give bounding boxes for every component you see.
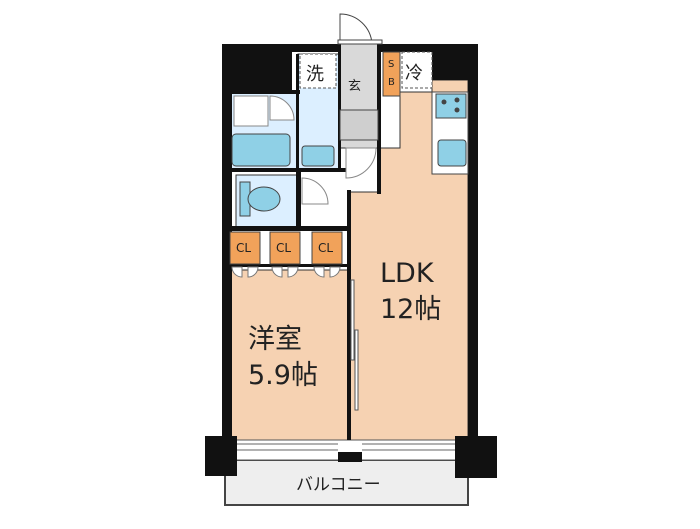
washer-label: 洗 (306, 64, 324, 85)
western-room-name: 洋室 (248, 324, 302, 355)
front-door-swing (339, 13, 373, 45)
burner-3 (454, 107, 460, 113)
closet-door-1b (247, 266, 259, 278)
closet-door-1a (231, 266, 243, 278)
closet-door-2a (271, 266, 283, 278)
wall-bath-bottom (226, 168, 346, 172)
wall-sb-top (378, 44, 432, 52)
closet-door-3a (313, 266, 325, 278)
column-bottom-right (455, 436, 497, 478)
stove (435, 93, 467, 119)
western-room-size: 5.9帖 (248, 360, 318, 391)
wall-wash-left (296, 54, 299, 170)
closet-door-2b (287, 266, 299, 278)
sliding-door-panel-1 (350, 279, 355, 361)
balcony-label: バルコニー (296, 475, 381, 495)
wall-entrance-top (292, 44, 338, 52)
wall-entrance-right (377, 44, 381, 194)
washroom-door-swing (345, 147, 377, 179)
toilet-door-swing (301, 177, 329, 205)
wall-bath-top (226, 90, 300, 94)
wall-toilet-right (296, 172, 301, 230)
shoe-box-s: S (388, 59, 394, 70)
closet-2-label: CL (276, 241, 291, 255)
toilet-bowl (247, 186, 281, 212)
wash-basin (301, 145, 335, 167)
closet-door-3b (329, 266, 341, 278)
closet-1-label: CL (236, 241, 251, 255)
closet-2 (269, 231, 301, 265)
washer-box (299, 53, 337, 89)
wall-entrance-left (338, 44, 341, 170)
entrance-label: 玄 (348, 79, 361, 94)
wall-top-right (432, 44, 474, 80)
closet-3-label: CL (318, 241, 333, 255)
fridge-box (401, 51, 433, 89)
wall-left (222, 44, 232, 454)
walls (205, 44, 497, 478)
ldk-name: LDK (380, 258, 435, 289)
wall-toilet-bottom (226, 226, 350, 231)
closet-1 (229, 231, 261, 265)
column-bottom-left (205, 436, 237, 476)
kitchen-sink (437, 139, 467, 167)
wall-closet-bottom (226, 264, 350, 267)
burner-1 (441, 99, 447, 105)
wall-top-left (222, 44, 292, 92)
bath-shower (233, 95, 269, 127)
balcony (224, 459, 469, 506)
balcony-windows (237, 443, 455, 451)
closet-doors (231, 266, 341, 278)
bathtub (231, 133, 291, 167)
fridge-label: 冷 (405, 63, 423, 84)
shoe-box (382, 51, 401, 97)
sliding-door-panel-2 (354, 329, 359, 411)
bath-door-swing (269, 95, 295, 121)
burner-2 (454, 97, 460, 103)
sliding-door (350, 279, 359, 411)
western-room (225, 269, 351, 443)
closet-3 (311, 231, 343, 265)
wall-ldk-west (347, 190, 351, 440)
wall-right (468, 44, 478, 454)
front-door (337, 39, 383, 45)
column-bottom-mid (338, 452, 362, 462)
entrance-step (339, 109, 379, 141)
ldk-size: 12帖 (380, 294, 441, 325)
shoe-box-b: B (388, 77, 395, 88)
